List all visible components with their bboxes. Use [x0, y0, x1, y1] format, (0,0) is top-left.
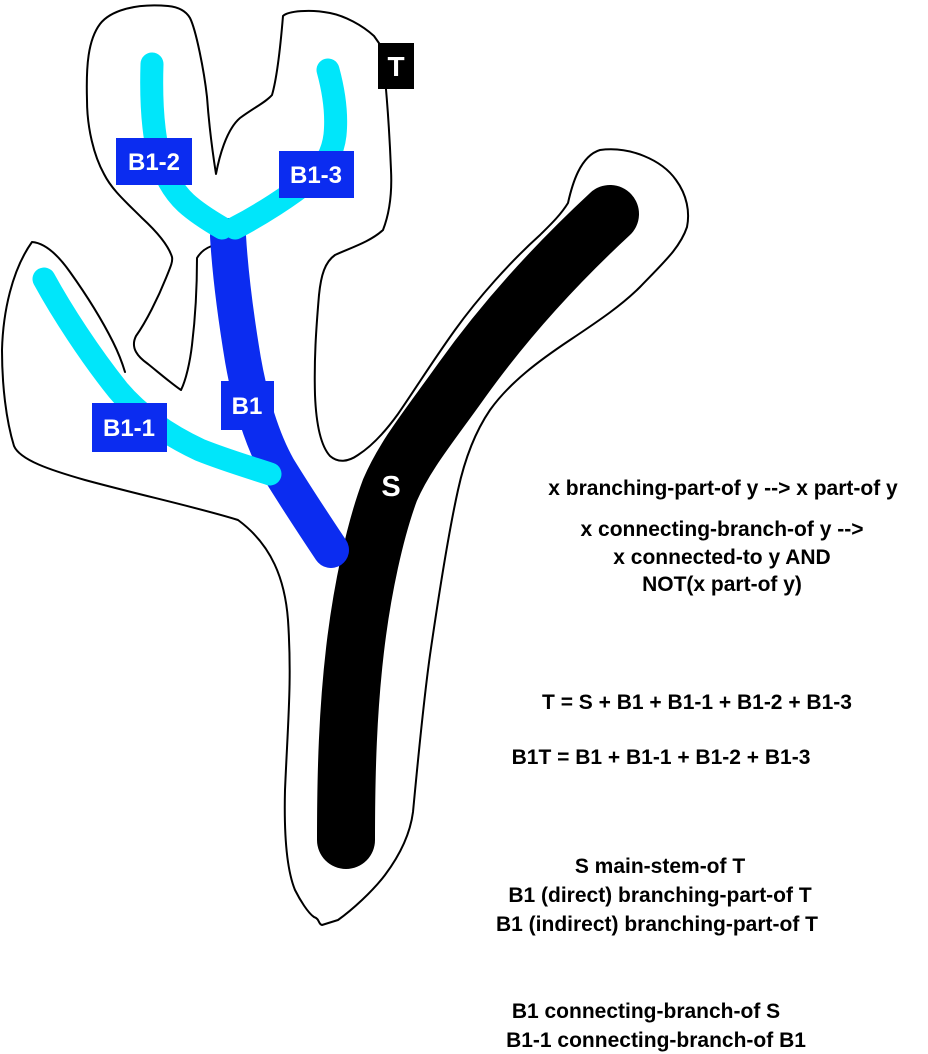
relation-b1-connecting: B1 connecting-branch-of S	[511, 1000, 781, 1023]
label-box-b1-2	[116, 138, 192, 185]
label-s: S	[381, 471, 400, 503]
label-box-b1-3	[279, 151, 354, 198]
label-box-b1-1	[92, 403, 167, 452]
branch-b1-3-shape	[223, 58, 348, 240]
organism-outline	[1, 4, 690, 926]
equation-b1t-sum: B1T = B1 + B1-1 + B1-2 + B1-3	[511, 746, 811, 769]
rule-connecting-branch-line2: x connected-to y AND	[613, 546, 831, 569]
relation-b1-indirect: B1 (indirect) branching-part-of T	[496, 913, 818, 936]
label-b1-2: B1-2	[128, 149, 180, 176]
relation-s-main-stem: S main-stem-of T	[574, 855, 746, 878]
label-b1: B1	[232, 393, 263, 420]
label-b1-1: B1-1	[103, 415, 155, 442]
rule-branching-part-of: x branching-part-of y --> x part-of y	[548, 477, 898, 500]
rule-connecting-branch-line1: x connecting-branch-of y -->	[580, 518, 864, 541]
label-box-t	[378, 43, 414, 89]
rule-connecting-branch-line3: NOT(x part-of y)	[642, 573, 802, 596]
label-b1-3: B1-3	[290, 162, 342, 189]
label-box-b1	[221, 381, 274, 430]
relation-b1-direct: B1 (direct) branching-part-of T	[508, 884, 812, 907]
equation-t-sum: T = S + B1 + B1-1 + B1-2 + B1-3	[542, 691, 852, 714]
stem-s-shape	[317, 185, 639, 869]
relation-b1-1-connecting: B1-1 connecting-branch-of B1	[506, 1029, 806, 1052]
label-t: T	[387, 51, 404, 82]
